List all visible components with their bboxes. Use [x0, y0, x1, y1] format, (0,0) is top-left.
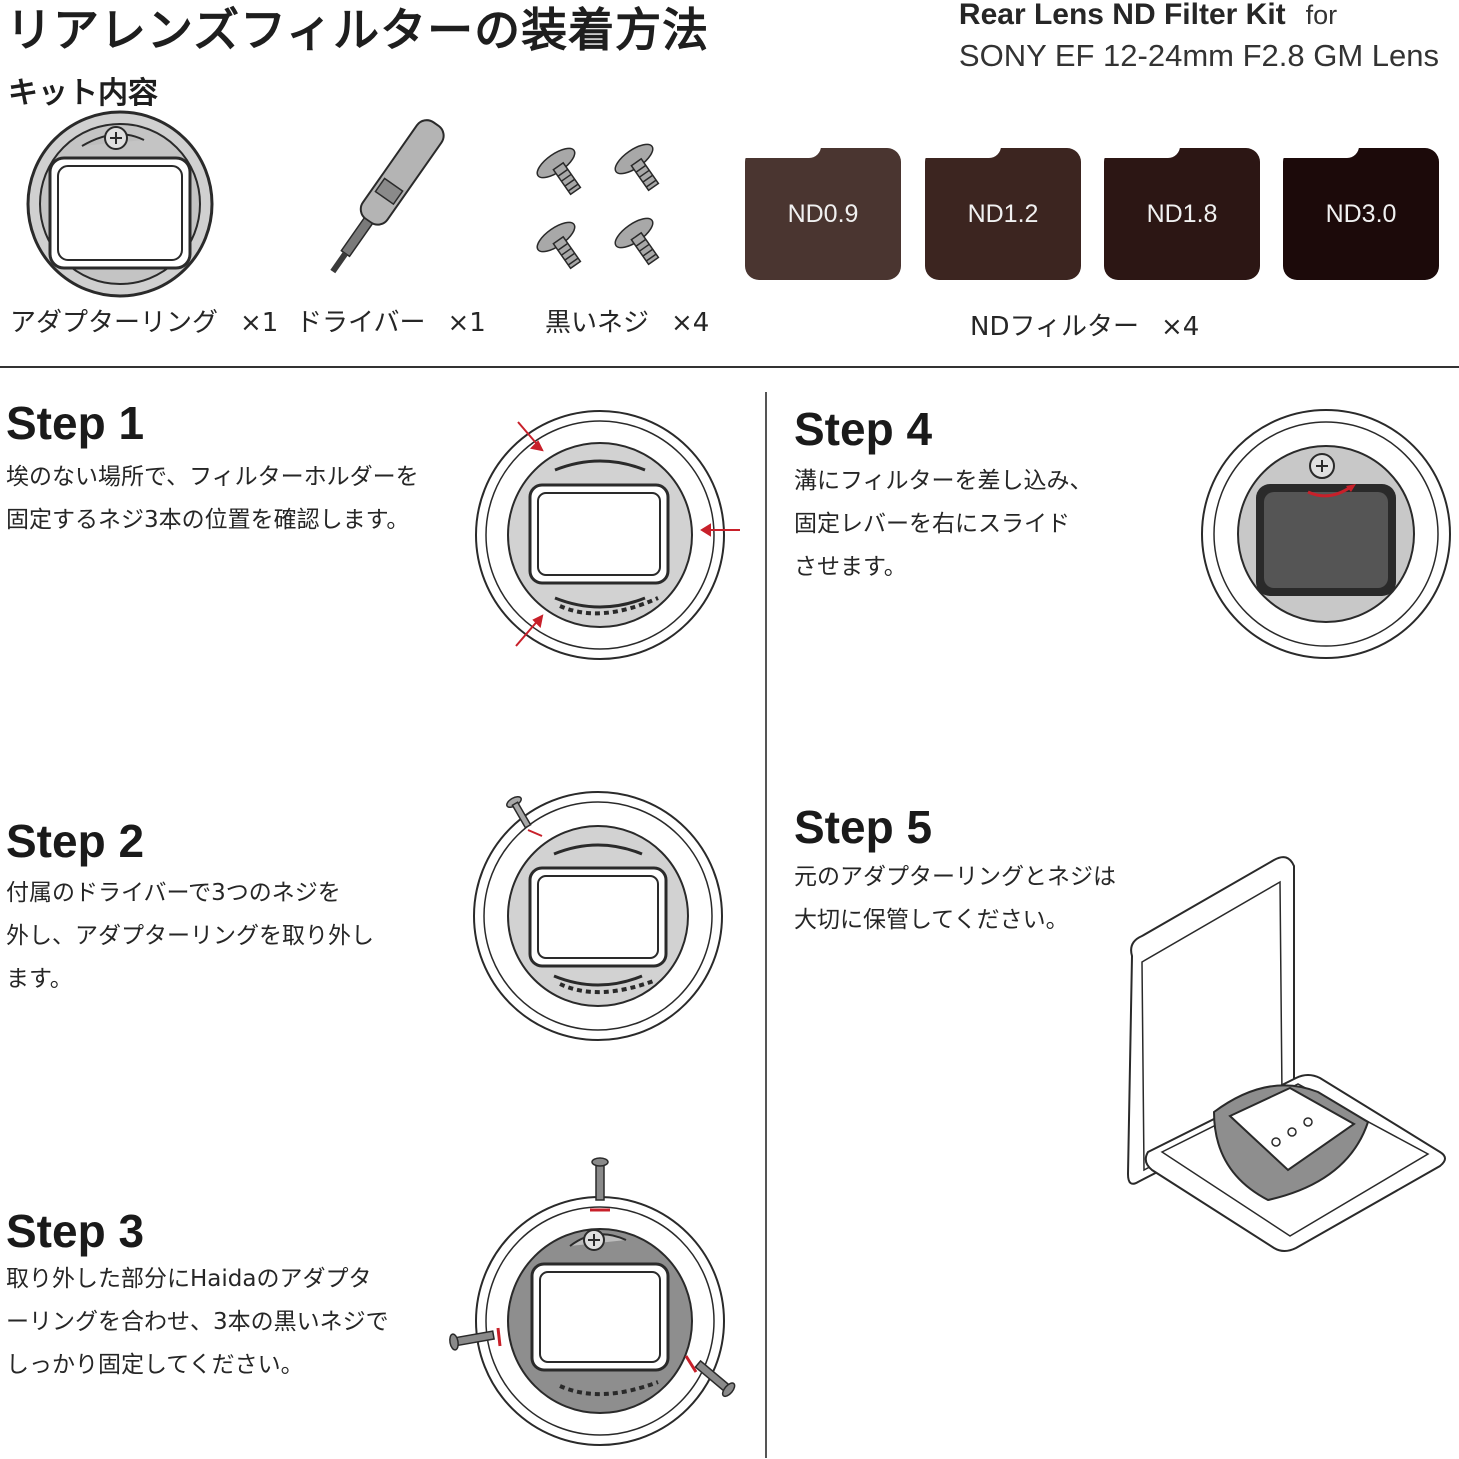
kit-contents-heading: キット内容 [8, 76, 158, 111]
screw-icon [591, 1157, 609, 1201]
step-3-body: 取り外した部分にHaidaのアダプタ ーリングを合わせ、3本の黒いネジで しっか… [6, 1266, 389, 1378]
nd-filter-card-1.8: ND1.8 [1104, 142, 1260, 280]
step-3-lens-illustration [449, 1157, 736, 1446]
step-1-body: 埃のない場所で、フィルターホルダーを 固定するネジ3本の位置を確認します。 [6, 464, 419, 533]
product-name-line1: Rear Lens ND Filter Kit [958, 0, 1286, 31]
step-4-lens-illustration [1201, 409, 1451, 659]
nd-filter-label: NDフィルター×4 [970, 312, 1200, 342]
product-name: Rear Lens ND Filter Kit for SONY EF 12-24… [959, 0, 1439, 74]
screw-icon [536, 143, 660, 270]
adapter-ring-illustration [26, 110, 214, 298]
driver-label: ドライバー×1 [296, 308, 486, 338]
screw-icon [506, 795, 532, 829]
step-5-body: 元のアダプターリングとネジは 大切に保管してください。 [794, 864, 1116, 933]
step-3-title: Step 3 [6, 1205, 145, 1257]
step-2-body: 付属のドライバーで3つのネジを 外し、アダプターリングを取り外し ます。 [6, 880, 374, 992]
section-divider-horizontal [0, 366, 1459, 368]
screw-icon [1271, 1117, 1313, 1147]
step-4-title: Step 4 [794, 403, 933, 455]
step-2-lens-illustration [473, 791, 723, 1041]
section-divider-vertical [765, 392, 767, 1458]
screws-label: 黒いネジ×4 [545, 308, 710, 338]
black-screws-illustration [536, 143, 660, 270]
step-1-title: Step 1 [6, 397, 145, 449]
product-for: for [1305, 0, 1338, 30]
step-5-title: Step 5 [794, 801, 933, 853]
storage-case-illustration [1126, 856, 1446, 1252]
nd-filter-card-3.0: ND3.0 [1283, 142, 1439, 280]
product-name-line2: SONY EF 12-24mm F2.8 GM Lens [958, 38, 1439, 73]
step-4-body: 溝にフィルターを差し込み、 固定レバーを右にスライド させます。 [794, 468, 1093, 580]
step-1-lens-illustration [475, 410, 740, 660]
screw-icon [694, 1359, 736, 1398]
screwdriver-illustration [330, 119, 445, 274]
adapter-ring-label: アダプターリング×1 [10, 308, 279, 338]
step-2-title: Step 2 [6, 815, 145, 867]
page-title: リアレンズフィルターの装着方法 [6, 3, 710, 57]
nd-filter-card-0.9: ND0.9 [745, 142, 901, 280]
nd-filter-card-1.2: ND1.2 [925, 142, 1081, 280]
screw-icon [449, 1330, 495, 1351]
